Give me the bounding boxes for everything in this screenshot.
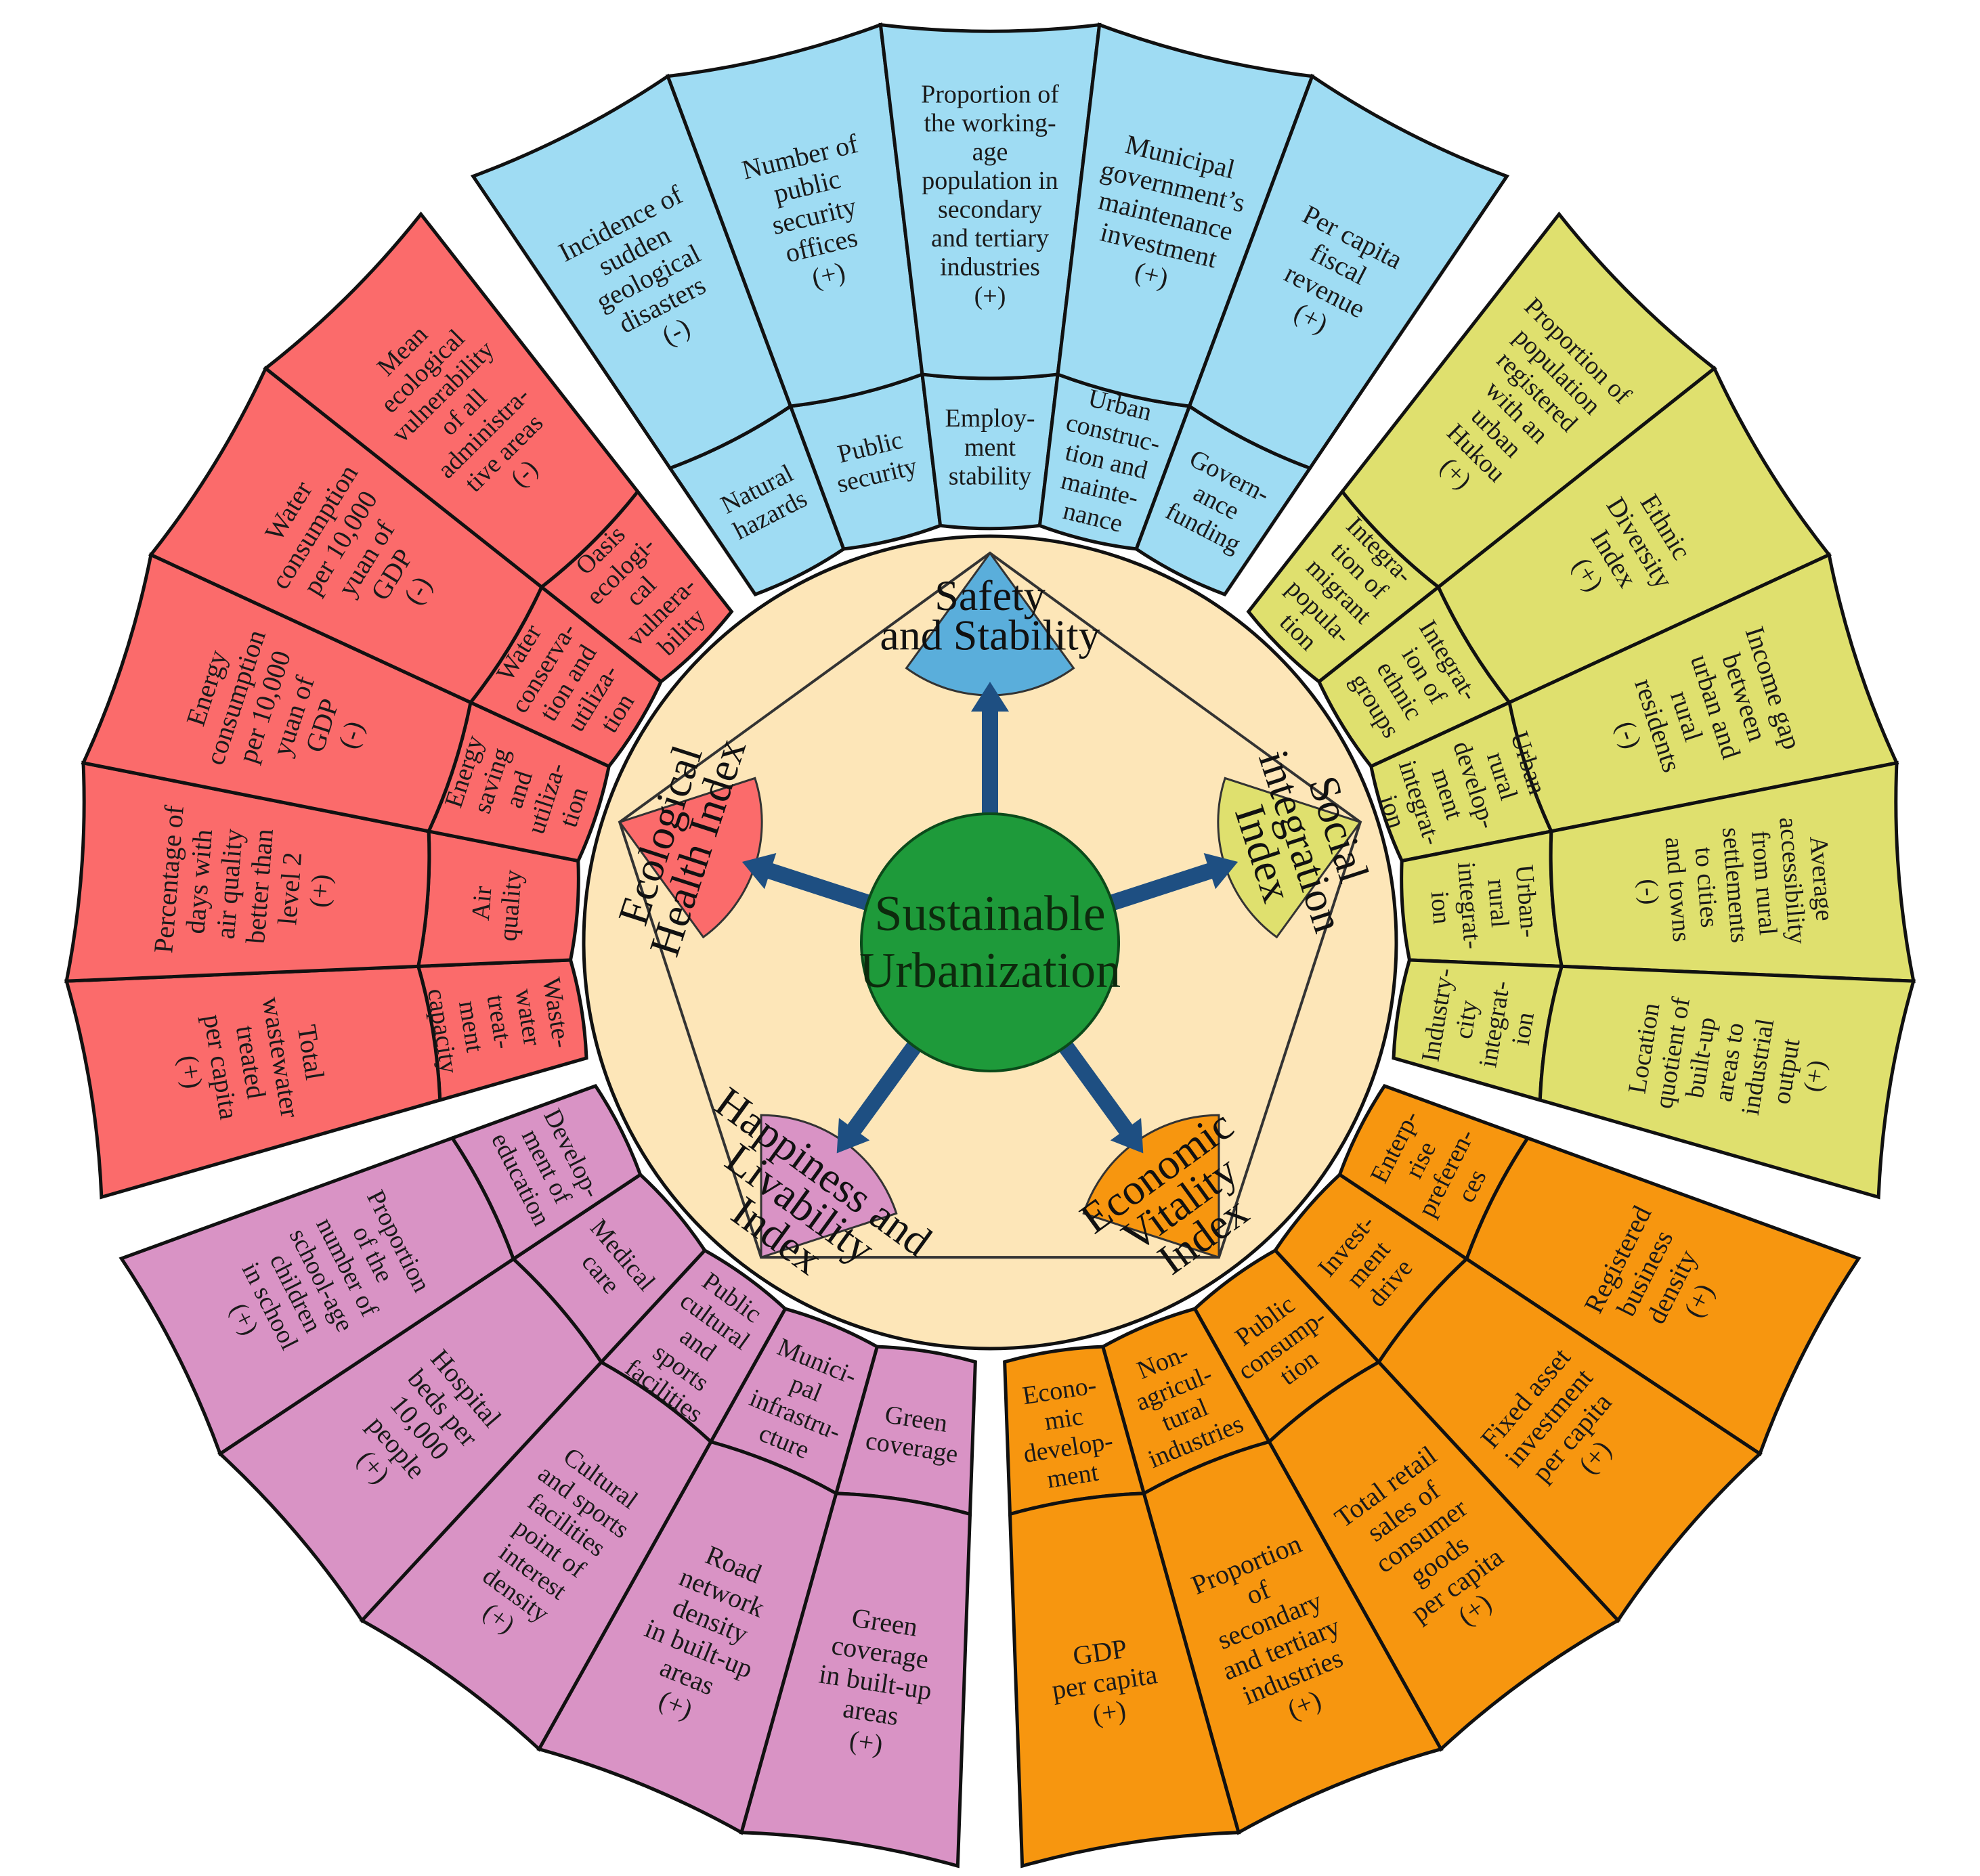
criterion-label-line: rural [1482, 878, 1514, 929]
criterion-label-line: ion [1507, 1010, 1540, 1047]
arrow-social [1100, 852, 1239, 914]
hub-arrows [741, 682, 1239, 1154]
indicator-cell [119, 1135, 516, 1457]
indicator-label: Meanecologicalvulnerabilityof alladminis… [346, 295, 581, 530]
indicator-label: GDPper capita(+) [1045, 1629, 1164, 1735]
indicator-label-line: age [972, 137, 1008, 166]
criterion-label-line: city [1449, 998, 1484, 1041]
criterion-label: Urban-ruralintegrat-ion [1423, 856, 1545, 952]
indicator-label-line: (+) [173, 1053, 209, 1091]
criterion-label-line: integrat- [1452, 861, 1487, 951]
criterion-label: Govern-ancefunding [1159, 444, 1274, 560]
sector-ecological: Waste-watertreat-mentcapacityTotalwastew… [64, 211, 734, 1200]
center-circle [860, 812, 1120, 1072]
indicator-label-line: (+) [1090, 1695, 1128, 1730]
indicator-cell [1008, 1491, 1241, 1869]
criterion-label: Integra-tion ofmigrantpopula-tion [1260, 511, 1419, 670]
indicator-cell [263, 211, 640, 590]
criterion-label-line: Air [467, 885, 498, 921]
indicator-label-line: Proportion of [921, 80, 1059, 108]
indicator-label-line: level 2 [272, 851, 307, 926]
arrow-happiness [836, 1033, 927, 1154]
criterion-label: Airquality [465, 867, 528, 942]
indicator-label: Total retailsales ofconsumergoodsper cap… [1329, 1439, 1531, 1656]
indicator-label: Locationquotient ofbuilt-upareas toindus… [1621, 990, 1838, 1133]
hub-pentagon [618, 551, 1362, 1259]
indicator-label-line: Average [1804, 835, 1839, 922]
hub-index-sectors [618, 551, 1362, 1259]
indicator-label-line: secondary [938, 196, 1042, 224]
indicator-label: Averageaccessibilityfrom ruralsettlement… [1630, 814, 1841, 956]
criterion-label: Publicculturalandsportsfacilities [620, 1260, 776, 1428]
indicator-label-line: to cities [1689, 846, 1723, 929]
indicator-label-line: (-) [1634, 878, 1664, 906]
arrow-ecological [741, 852, 880, 914]
indicator-label-line: (+) [303, 873, 337, 909]
criterion-label-line: mic [1043, 1402, 1085, 1436]
indicator-label-line: the working- [924, 109, 1056, 137]
indicator-label-line: industries [940, 253, 1040, 282]
criterion-label-line: quality [494, 869, 528, 942]
index-label-safety-line: and Stability [880, 611, 1100, 659]
criterion-label: Urbanconstruc-tion andmainte-nance [1043, 380, 1169, 543]
indicator-label: Culturaland sportsfacilitiespoint ofinte… [448, 1436, 651, 1661]
indicator-cell [1187, 73, 1510, 471]
criterion-label: Greencoverage [864, 1398, 964, 1469]
criterion-label-line: ion [1425, 890, 1457, 925]
indicator-label-line: (+) [974, 282, 1006, 310]
indicator-label-line: (+) [1132, 256, 1171, 293]
center-label-line: Sustainable [874, 886, 1105, 942]
arrow-economic [1053, 1033, 1144, 1154]
criterion-label-line: ment [964, 433, 1016, 462]
arrow-safety [971, 682, 1009, 824]
index-label-safety-line: Safety [934, 571, 1046, 619]
indicator-label-line: (+) [1799, 1058, 1832, 1094]
criterion-label-line: Urban- [1510, 864, 1544, 939]
sector-economic: Enterp-risepreferen-cesRegisteredbusines… [1003, 1084, 1861, 1869]
indicator-label-line: population in [922, 167, 1058, 195]
indicator-label-line: (+) [809, 256, 848, 293]
criterion-label-line: stability [949, 462, 1031, 490]
sector-social: Integra-tion ofmigrantpopula-tionProport… [1246, 211, 1916, 1200]
indicator-label-line: and tertiary [931, 224, 1049, 253]
criterion-label-line: Employ- [945, 404, 1035, 433]
center-label-line: Urbanization [859, 943, 1121, 999]
indicator-label-line: (+) [847, 1724, 885, 1760]
indicator-cell [1538, 964, 1916, 1200]
criterion-label: Waterconserva-tion andutiliza-tion [481, 603, 655, 763]
indicator-label: Roadnetworkdensityin built-upareas(+) [618, 1529, 792, 1741]
